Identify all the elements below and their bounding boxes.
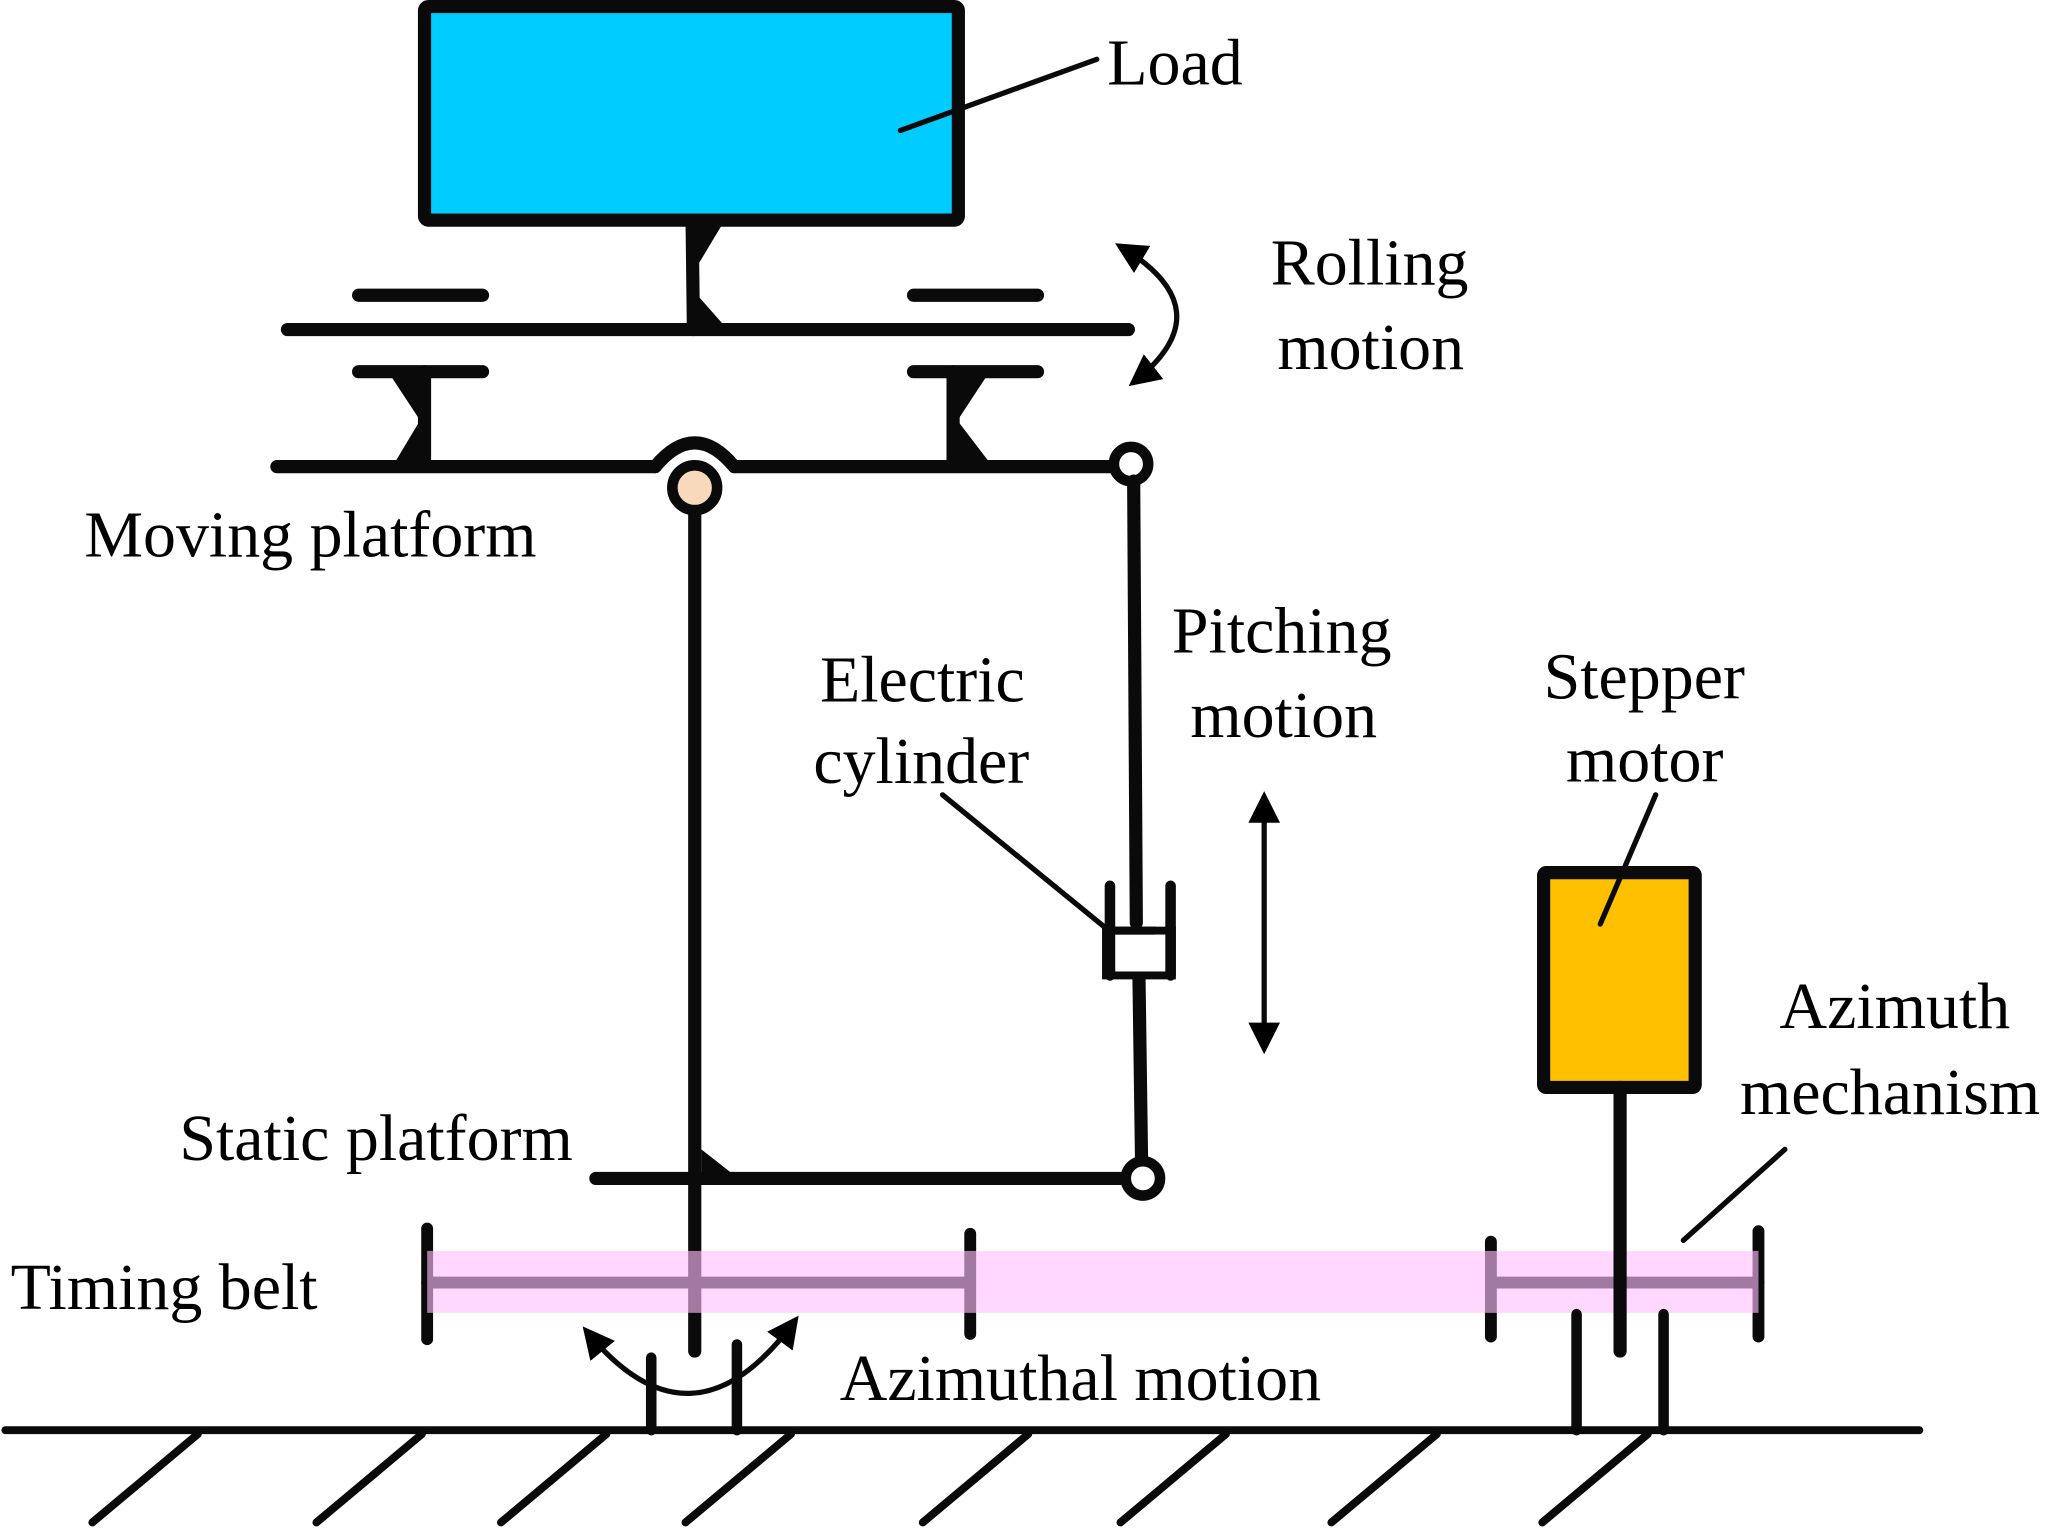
static-platform-label: Static platform [179, 1102, 572, 1175]
ground-hatching [88, 1430, 1652, 1527]
moving-platform-label: Moving platform [84, 498, 536, 571]
pitch-link-lower [1132, 968, 1149, 1170]
moving-platform-arch [648, 436, 741, 474]
load-stem-fillet [696, 224, 728, 330]
support-left-fillet [391, 376, 420, 462]
rolling-label-line1: Rolling [1271, 227, 1469, 300]
spherical-joint [667, 460, 723, 516]
load-stem [685, 213, 701, 337]
rolling-label-line2: motion [1277, 311, 1464, 384]
pitch-joint-bottom [1120, 1156, 1166, 1201]
stepper-leader-line [1597, 792, 1659, 927]
cylinder-leader-line [939, 792, 1110, 932]
pitch-link-upper [1127, 474, 1143, 930]
static-platform-fillet [701, 1149, 732, 1174]
stepper-motor-box [1537, 866, 1702, 1095]
rolling-motion-arrow [1115, 243, 1180, 387]
azimuth-label-line2: mechanism [1740, 1056, 2040, 1129]
load-leader-line [897, 56, 1100, 134]
pitching-label-line2: motion [1190, 679, 1377, 752]
azimuthal-motion-label: Azimuthal motion [840, 1342, 1321, 1415]
azimuthal-motion-arrow [582, 1315, 799, 1396]
load-box [417, 0, 965, 227]
electric-cylinder-body [1102, 926, 1176, 980]
electric-cylinder-label-line2: cylinder [813, 725, 1029, 798]
support-right-fillet [958, 376, 989, 462]
pitching-label-line1: Pitching [1172, 594, 1392, 667]
stepper-label-line1: Stepper [1544, 641, 1745, 714]
electric-cylinder-label-line1: Electric [820, 643, 1025, 716]
azimuth-leader-line [1680, 1146, 1788, 1244]
azimuth-label-line1: Azimuth [1780, 970, 2011, 1043]
stepper-label-line2: motor [1566, 724, 1723, 797]
load-label: Load [1107, 26, 1242, 99]
timing-belt-label: Timing belt [11, 1251, 318, 1324]
timing-belt-band [427, 1250, 1759, 1313]
